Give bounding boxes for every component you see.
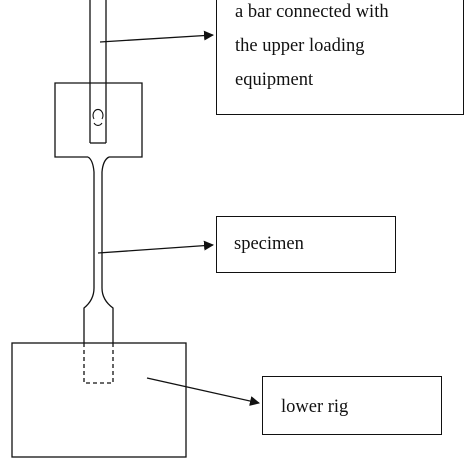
pin-icon	[92, 108, 104, 126]
lower-rig-arrow	[146, 377, 260, 406]
upper-grip	[54, 82, 143, 158]
specimen-hidden-end	[83, 343, 114, 384]
lower-rig-label-box: lower rig	[262, 376, 442, 435]
bar-label-line-2: the upper loading	[235, 36, 365, 56]
bar-label-box: a bar connected with the upper loading e…	[216, 0, 464, 115]
specimen-arrow	[97, 240, 214, 254]
bar-arrow	[99, 30, 214, 43]
bar-label-line-3: equipment	[235, 70, 314, 90]
upper-loading-bar	[89, 0, 107, 144]
lower-rig-label: lower rig	[281, 397, 349, 417]
lower-rig-block	[11, 342, 187, 458]
specimen-label-box: specimen	[216, 216, 396, 273]
specimen-outline	[83, 156, 114, 343]
bar-label-line-1: a bar connected with	[235, 2, 389, 22]
specimen-label: specimen	[234, 234, 304, 254]
